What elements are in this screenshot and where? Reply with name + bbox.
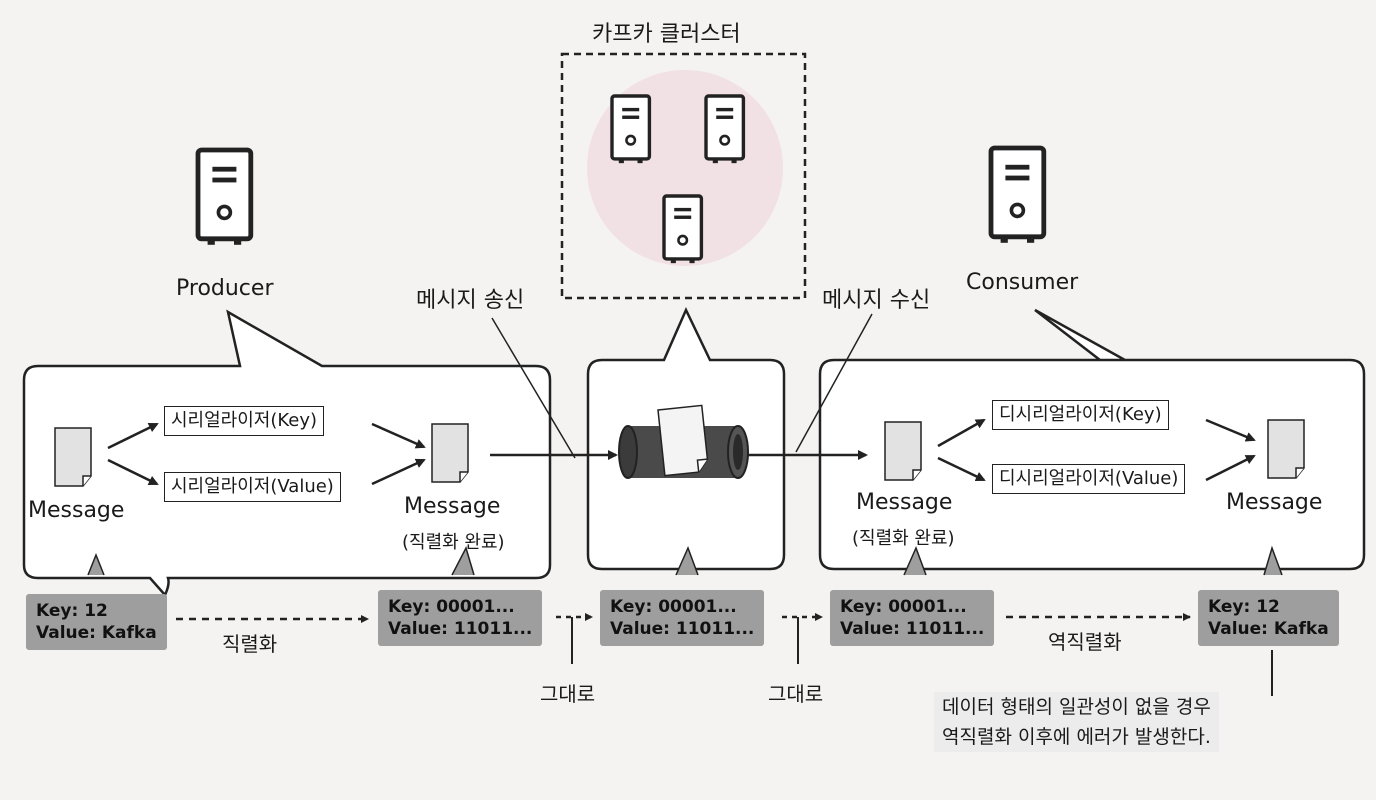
kv-key: Key: 00001...: [610, 597, 737, 617]
server-icon-consumer: [991, 148, 1044, 243]
consumer-message-in-label: Message: [856, 490, 953, 515]
server-icon-cluster-3: [662, 194, 704, 265]
error-note-line1: 데이터 형태의 일관성이 없을 경우: [942, 696, 1211, 718]
kv-value: Value: 11011...: [840, 619, 985, 639]
kv-key: Key: 00001...: [840, 597, 967, 617]
producer-message-out-note: (직렬화 완료): [402, 532, 505, 553]
producer-message-out-label: Message: [404, 494, 501, 519]
message-doc-icon-producer-in: [54, 427, 92, 487]
kv-box-broker: Key: 00001... Value: 11011...: [600, 590, 765, 646]
consumer-box: [818, 308, 1366, 571]
producer-message-in-label: Message: [28, 498, 125, 523]
kv-value: Value: 11011...: [388, 619, 533, 639]
as-is-label-1: 그대로: [540, 682, 596, 706]
serializer-value-box: 시리얼라이저(Value): [164, 472, 341, 502]
topic-cylinder-icon: [618, 404, 749, 479]
message-doc-icon-producer-out: [431, 423, 469, 483]
consumer-label: Consumer: [966, 270, 1079, 295]
kv-box-serialized: Key: 00001... Value: 11011...: [378, 590, 543, 646]
consumer-message-in-note: (직렬화 완료): [852, 528, 955, 549]
cluster-title: 카프카 클러스터: [592, 22, 741, 47]
error-note-line2: 역직렬화 이후에 에러가 발생한다.: [942, 726, 1211, 748]
server-icon-producer: [198, 150, 251, 245]
server-icon-cluster-2: [704, 94, 746, 165]
deserialize-label: 역직렬화: [1048, 630, 1122, 654]
receive-label: 메시지 수신: [822, 288, 931, 313]
as-is-label-2: 그대로: [768, 682, 824, 706]
deserializer-value-box: 디시리얼라이저(Value): [992, 464, 1186, 494]
kv-box-received: Key: 00001... Value: 11011...: [830, 590, 995, 646]
message-doc-icon-consumer-out: [1267, 419, 1305, 479]
message-doc-icon-consumer-in: [884, 421, 922, 481]
kv-box-deserialized: Key: 12 Value: Kafka: [1198, 590, 1339, 646]
serializer-key-box: 시리얼라이저(Key): [164, 406, 325, 436]
error-note: 데이터 형태의 일관성이 없을 경우 역직렬화 이후에 에러가 발생한다.: [934, 692, 1219, 752]
serialize-label: 직렬화: [222, 632, 278, 656]
kv-value: Value: Kafka: [1208, 619, 1329, 639]
consumer-message-out-label: Message: [1226, 490, 1323, 515]
kv-key: Key: 00001...: [388, 597, 515, 617]
producer-box: [22, 309, 552, 598]
kv-value: Value: 11011...: [610, 619, 755, 639]
server-icon-cluster-1: [610, 94, 652, 165]
kv-value: Value: Kafka: [36, 623, 157, 643]
send-label: 메시지 송신: [416, 288, 525, 313]
cluster-frame: [560, 52, 807, 300]
deserializer-key-box: 디시리얼라이저(Key): [992, 400, 1169, 430]
kv-key: Key: 12: [1208, 597, 1280, 617]
kv-box-original: Key: 12 Value: Kafka: [26, 594, 167, 650]
kv-key: Key: 12: [36, 601, 108, 621]
producer-label: Producer: [176, 276, 274, 301]
